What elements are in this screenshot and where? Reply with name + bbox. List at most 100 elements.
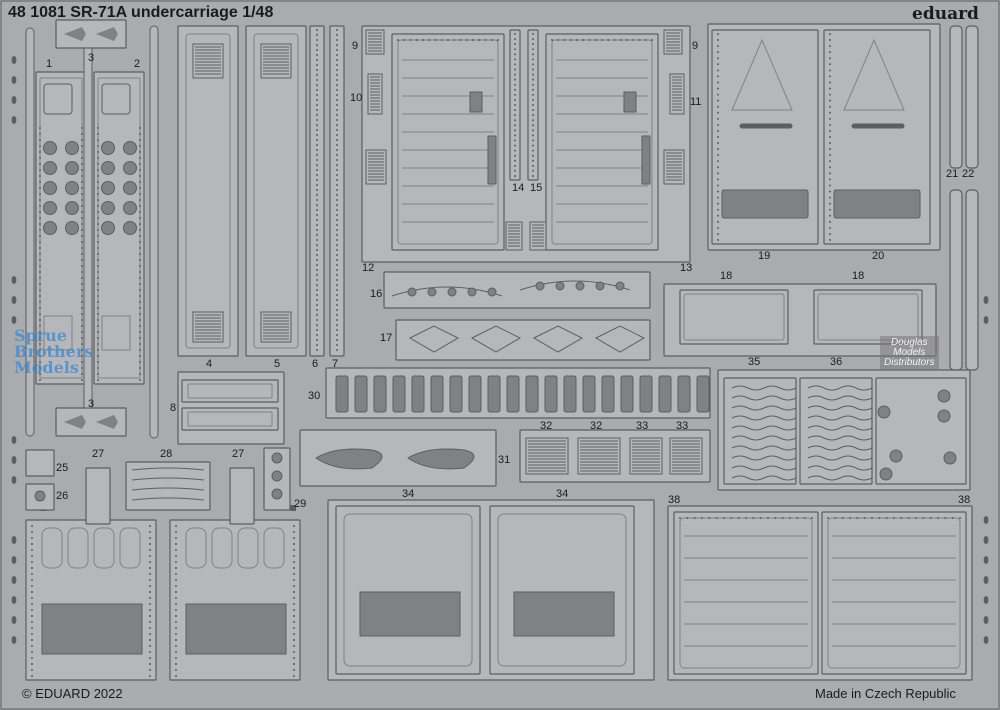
rivet	[97, 259, 99, 261]
rivet	[316, 49, 318, 51]
rivet	[532, 73, 534, 76]
rivet	[336, 269, 338, 271]
rivet	[149, 633, 151, 635]
part-number-label: 22	[962, 168, 975, 180]
comb-tooth	[525, 375, 539, 413]
watermark-line: Models	[14, 358, 79, 377]
fork-part	[125, 461, 211, 511]
rivet	[613, 39, 616, 41]
rivet	[829, 214, 831, 217]
rivet	[717, 105, 719, 108]
cover-part	[813, 289, 923, 345]
rivet	[336, 324, 338, 326]
texture-line	[807, 475, 873, 481]
rivet	[717, 123, 719, 126]
link-hole	[615, 281, 625, 291]
part-outline	[253, 33, 299, 349]
rivet	[97, 163, 99, 165]
rivet	[514, 124, 516, 127]
rivet	[829, 33, 831, 35]
rivet	[293, 627, 295, 629]
part-outline	[187, 411, 273, 427]
rivet	[39, 175, 41, 177]
rivet	[316, 209, 318, 211]
rivet	[175, 585, 177, 587]
lightening-hole	[65, 201, 79, 215]
rivet	[39, 211, 41, 213]
rivet	[316, 244, 318, 246]
instrument-dial	[889, 449, 903, 463]
texture-line	[807, 435, 873, 441]
rivet	[717, 81, 719, 84]
bay-recess	[41, 527, 63, 569]
lightening-hole	[65, 141, 79, 155]
rivet	[336, 279, 338, 281]
comb-tooth	[335, 375, 349, 413]
rivet	[514, 119, 516, 122]
rivet	[97, 133, 99, 135]
rivet	[81, 289, 83, 291]
link-cutout	[407, 448, 475, 470]
rivet	[139, 223, 141, 225]
rivet	[149, 639, 151, 641]
lightening-hole	[43, 221, 57, 235]
rivet	[336, 129, 338, 131]
rivet	[715, 517, 718, 519]
rivet	[316, 139, 318, 141]
rivet	[829, 148, 831, 151]
texture-line	[731, 435, 797, 441]
part-number-label: 13	[680, 262, 693, 274]
rivet	[336, 264, 338, 266]
rivet	[679, 517, 681, 519]
rivet	[139, 295, 141, 297]
rivet	[829, 45, 831, 48]
rivet	[336, 164, 338, 166]
rivet	[149, 603, 151, 605]
part-number-label: 9	[692, 40, 699, 52]
rivet	[514, 154, 516, 157]
rivet	[336, 174, 338, 176]
rivet	[293, 525, 295, 527]
rivet	[336, 54, 338, 56]
rivet	[336, 104, 338, 106]
rivet	[336, 169, 338, 171]
rivet	[139, 331, 141, 333]
part-number-label: 18	[852, 270, 865, 282]
rivet	[532, 164, 534, 167]
rivet	[717, 148, 719, 151]
part-number-label: 1	[46, 58, 53, 70]
rivet	[336, 214, 338, 216]
rivet	[717, 202, 719, 205]
rivet	[316, 124, 318, 126]
texture-line	[807, 455, 873, 461]
lower-bay-part	[169, 519, 301, 681]
rivet	[39, 337, 41, 339]
rivet	[175, 525, 177, 527]
link-hole	[407, 287, 417, 297]
rivet	[336, 339, 338, 341]
door-detail	[469, 91, 483, 113]
rivet	[81, 139, 83, 141]
part-number-label: 2	[134, 58, 141, 70]
rivet	[81, 355, 83, 357]
rivet	[97, 193, 99, 195]
rivet	[316, 269, 318, 271]
small-hole	[271, 470, 283, 482]
rivet	[316, 344, 318, 346]
rivet	[834, 517, 837, 519]
rivet	[532, 68, 534, 71]
rivet	[149, 531, 151, 533]
rivet	[81, 343, 83, 345]
part-number-label: 4	[206, 358, 213, 370]
rivet	[81, 175, 83, 177]
rivet	[569, 39, 572, 41]
rivet	[717, 39, 719, 42]
rivet	[316, 219, 318, 221]
rivet	[81, 133, 83, 135]
tab-part	[229, 467, 255, 525]
large-door-part	[821, 511, 967, 675]
rivet	[149, 663, 151, 665]
rivet	[39, 241, 41, 243]
rivet	[336, 149, 338, 151]
